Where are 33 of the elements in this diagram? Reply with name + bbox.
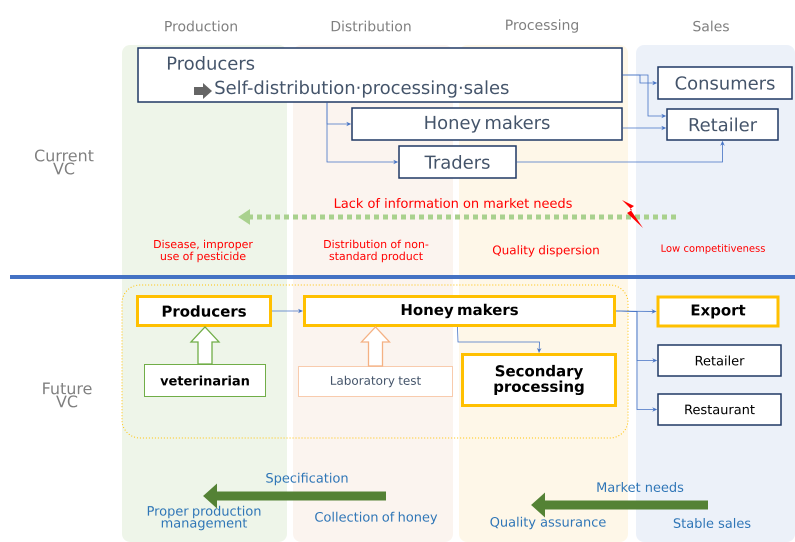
process-box: Consumers (657, 66, 793, 100)
benefit-text: Quality assurance (490, 516, 606, 530)
column-heading: Distribution (332, 20, 411, 32)
block-arrow (190, 326, 220, 365)
process-box: Producers Self-distribution·processing·sales (137, 47, 623, 103)
process-box: Honey makers (351, 107, 623, 141)
process-box: Traders (398, 145, 517, 179)
issue-text: Disease, improper use of pesticide (154, 240, 253, 262)
issue-heading: Lack of information on market needs (334, 198, 572, 208)
benefit-text: Market needs (597, 482, 684, 492)
issue-text: Quality dispersion (492, 245, 599, 257)
support-box: Laboratory test (298, 366, 453, 397)
process-box: Restaurant (657, 393, 782, 426)
group-frame (122, 284, 628, 438)
benefit-text: Proper production management (148, 506, 260, 530)
issue-text: Low competitiveness (662, 244, 765, 254)
block-arrow (360, 326, 391, 367)
support-box: veterinarian (144, 364, 266, 397)
process-box: Honey makers (303, 295, 616, 327)
benefit-text: Collection of honey (315, 512, 438, 524)
process-box: Retailer (657, 344, 782, 377)
process-box: Secondary processing (461, 353, 617, 407)
benefit-text: Stable sales (674, 518, 750, 528)
issue-text: Distribution of non-standard product (324, 240, 428, 262)
process-box: Producers (136, 295, 272, 327)
benefit-text: Specification (266, 472, 348, 486)
row-heading: Current VC (34, 149, 94, 175)
process-box: Export (656, 296, 780, 328)
column-heading: Sales (693, 20, 729, 32)
column-heading: Production (165, 20, 237, 32)
row-heading: Future VC (43, 382, 92, 408)
column-heading: Processing (506, 19, 578, 33)
process-box: Retailer (666, 108, 779, 141)
